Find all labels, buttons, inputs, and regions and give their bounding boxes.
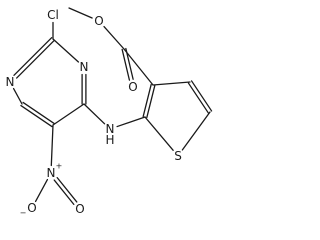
- bond-carbonyl-o-double-second: [125, 47, 134, 80]
- bond-nitro-o-double-second: [56, 176, 78, 203]
- bond-th3-th4: [152, 81, 191, 86]
- atom-pyrimidine-n-left: N: [6, 75, 15, 89]
- bond-th3-carbonyl: [123, 48, 154, 86]
- bond-th2-th3-second: [142, 83, 152, 118]
- atom-chlorine: Cl: [47, 8, 59, 22]
- bond-th4-th5-second: [190, 80, 213, 112]
- atom-label-layer: Cl N N N H N + O − O S O O: [6, 8, 182, 218]
- bond-nh-thiophene: [116, 116, 146, 128]
- atom-amine-n: N: [106, 122, 115, 136]
- bond-th5-s: [181, 111, 211, 151]
- bond-c4-c5: [52, 103, 85, 126]
- bond-n1-c2: [15, 39, 55, 79]
- bond-c5-nitro: [50, 124, 54, 167]
- bond-nitro-o-single: [34, 178, 49, 203]
- bond-o-methyl: [68, 7, 93, 19]
- atom-pyrimidine-n-upper: N: [80, 60, 89, 74]
- atom-amine-h: H: [105, 133, 114, 147]
- bond-th2-th3: [146, 84, 156, 119]
- nitro-n-charge: +: [56, 162, 63, 171]
- atom-nitro-o-single: O: [27, 201, 36, 215]
- bond-layer: [12, 7, 213, 206]
- bond-th4-th5: [187, 82, 210, 114]
- bond-carbonyl-o-single: [103, 25, 125, 50]
- atom-nitro-o-double: O: [75, 202, 84, 216]
- bond-s-th2: [144, 116, 174, 151]
- bond-c4-nh: [83, 103, 106, 125]
- atom-nitro-n: N: [47, 166, 56, 180]
- bond-c5-c6: [22, 101, 55, 125]
- atom-ester-o-single: O: [94, 14, 103, 28]
- chemical-structure: Cl N N N H N + O − O S O O: [6, 7, 213, 218]
- bond-n1-c2-second: [13, 37, 53, 76]
- bond-c5-c6-second: [20, 104, 53, 128]
- bond-carbonyl-o-double: [121, 48, 131, 81]
- bond-c2-n3: [52, 38, 80, 63]
- nitro-o-charge: −: [20, 209, 27, 218]
- atom-ester-o-double: O: [128, 80, 137, 94]
- atom-sulfur: S: [174, 149, 182, 163]
- bond-c6-n1: [12, 87, 23, 105]
- bond-nitro-o-double: [53, 179, 75, 206]
